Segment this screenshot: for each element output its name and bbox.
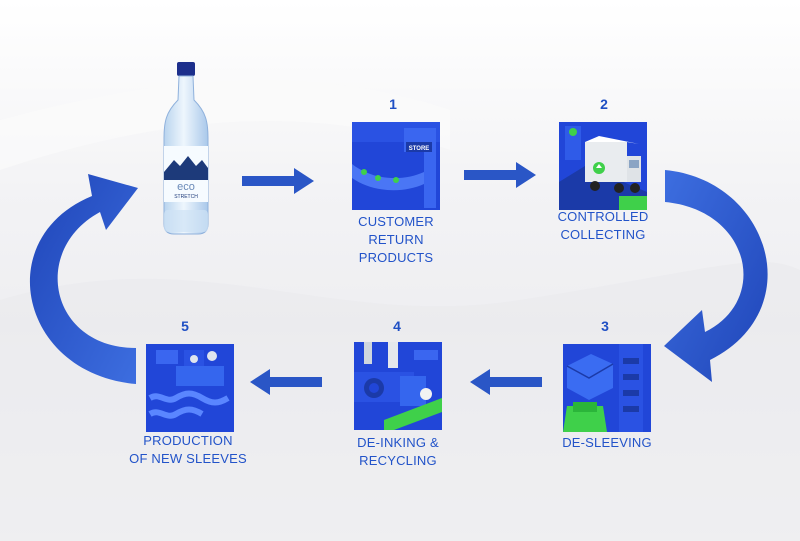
step-1-number: 1	[389, 96, 397, 112]
step-1-illustration: STORE	[352, 122, 440, 210]
arrow-bottle-to-step1	[242, 168, 314, 194]
step-4-illustration	[354, 342, 442, 430]
arrow-step3-to-step4	[470, 369, 542, 395]
arrow-left-icon	[470, 369, 542, 395]
de-sleeving-machine-icon	[563, 344, 651, 432]
step-4-label: DE-INKING & RECYCLING	[338, 434, 458, 470]
arrow-left-icon	[250, 369, 322, 395]
store-return-icon: STORE	[352, 122, 440, 210]
sleeve-production-icon	[146, 344, 234, 432]
step-2-illustration	[559, 122, 647, 210]
step-2-number: 2	[600, 96, 608, 112]
recycling-truck-icon	[559, 122, 647, 210]
bottle-brand-eco: eco	[177, 181, 195, 193]
step-5-label-line-1: PRODUCTION	[143, 433, 233, 448]
step-4-label-line-2: RECYCLING	[359, 453, 437, 468]
store-sign-text: STORE	[409, 146, 430, 152]
step-2-label-line-2: COLLECTING	[560, 227, 646, 242]
product-bottle: eco STRETCH	[160, 60, 212, 241]
arrow-step4-to-step5	[250, 369, 322, 395]
step-5-label: PRODUCTION OF NEW SLEEVES	[118, 432, 258, 468]
step-3-number: 3	[601, 318, 609, 334]
arrow-right-icon	[242, 168, 314, 194]
bottle-brand-stretch: STRETCH	[174, 194, 198, 200]
water-bottle-icon: eco STRETCH	[163, 62, 209, 235]
step-4-label-line-1: DE-INKING &	[357, 435, 439, 450]
curved-arrow-step2-to-step3	[664, 170, 768, 382]
step-3-label: DE-SLEEVING	[547, 434, 667, 452]
step-3-label-line-1: DE-SLEEVING	[562, 435, 652, 450]
step-3-illustration	[563, 344, 651, 432]
step-5-illustration	[146, 344, 234, 432]
step-2-label: CONTROLLED COLLECTING	[543, 208, 663, 244]
step-2-label-line-1: CONTROLLED	[557, 209, 649, 224]
step-4-number: 4	[393, 318, 401, 334]
de-inking-machine-icon	[354, 342, 442, 430]
step-1-label: CUSTOMER RETURN PRODUCTS	[336, 213, 456, 267]
step-1-label-line-1: CUSTOMER	[358, 214, 434, 229]
curved-arrow-step5-to-bottle	[29, 174, 138, 384]
arrow-right-icon	[464, 162, 536, 188]
step-5-label-line-2: OF NEW SLEEVES	[129, 451, 247, 466]
step-1-label-line-2: RETURN	[368, 232, 424, 247]
arrow-step1-to-step2	[464, 162, 536, 188]
step-5-number: 5	[181, 318, 189, 334]
step-1-label-line-3: PRODUCTS	[358, 250, 434, 265]
